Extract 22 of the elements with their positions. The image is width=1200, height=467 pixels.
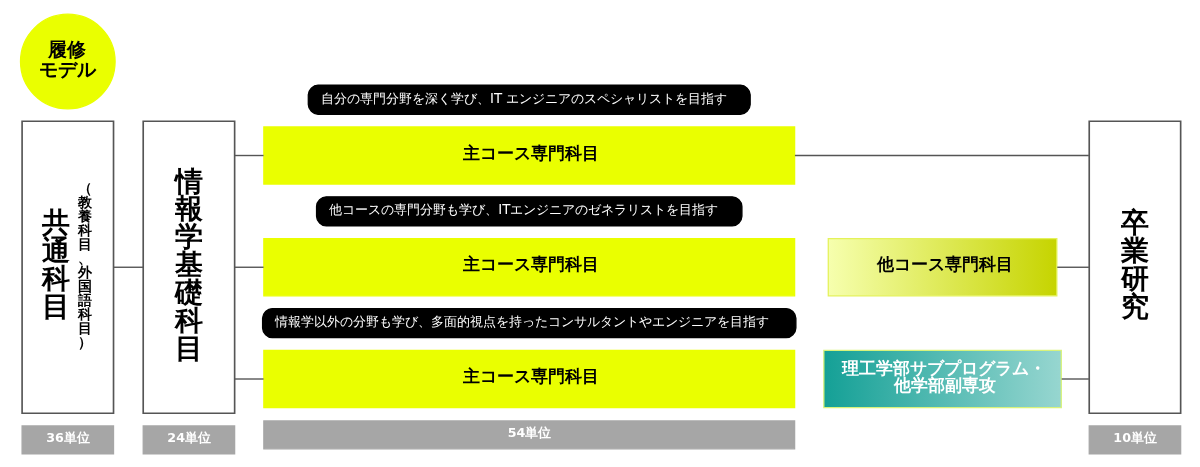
connector bbox=[233, 154, 264, 156]
node-box: 自分の専門分野を深く学び、IT エンジニアのスペシャリストを目指す bbox=[307, 83, 751, 115]
connector bbox=[1056, 266, 1090, 268]
connector bbox=[1060, 377, 1090, 380]
node-box: 他コースの専門分野も学び、ITエンジニアのゼネラリストを目指す bbox=[315, 195, 743, 227]
node-box: 卒業研究 bbox=[1087, 119, 1181, 414]
connector bbox=[112, 266, 144, 268]
node-box: 主コース専門科目 bbox=[262, 237, 795, 296]
node-box: 36単位 bbox=[20, 424, 114, 455]
node-box: 情報学以外の分野も学び、多面的視点を持ったコンサルタントやエンジニアを目指す bbox=[261, 307, 797, 338]
node-box: 24単位 bbox=[142, 424, 235, 455]
node-box: 情報学基礎科目 bbox=[141, 119, 235, 414]
node-box: 主コース専門科目 bbox=[262, 125, 795, 185]
node-box: 理工学部サブプログラム・他学部副専攻 bbox=[822, 349, 1062, 408]
node-box: 他コース専門科目 bbox=[827, 237, 1057, 296]
node-box: 10単位 bbox=[1088, 424, 1181, 455]
connector bbox=[233, 377, 264, 380]
node-box: 主コース専門科目 bbox=[262, 349, 795, 408]
connector bbox=[793, 154, 1090, 156]
connector bbox=[233, 266, 264, 268]
node-circle: 履修モデル bbox=[19, 13, 116, 109]
node-box: 54単位 bbox=[262, 419, 795, 449]
